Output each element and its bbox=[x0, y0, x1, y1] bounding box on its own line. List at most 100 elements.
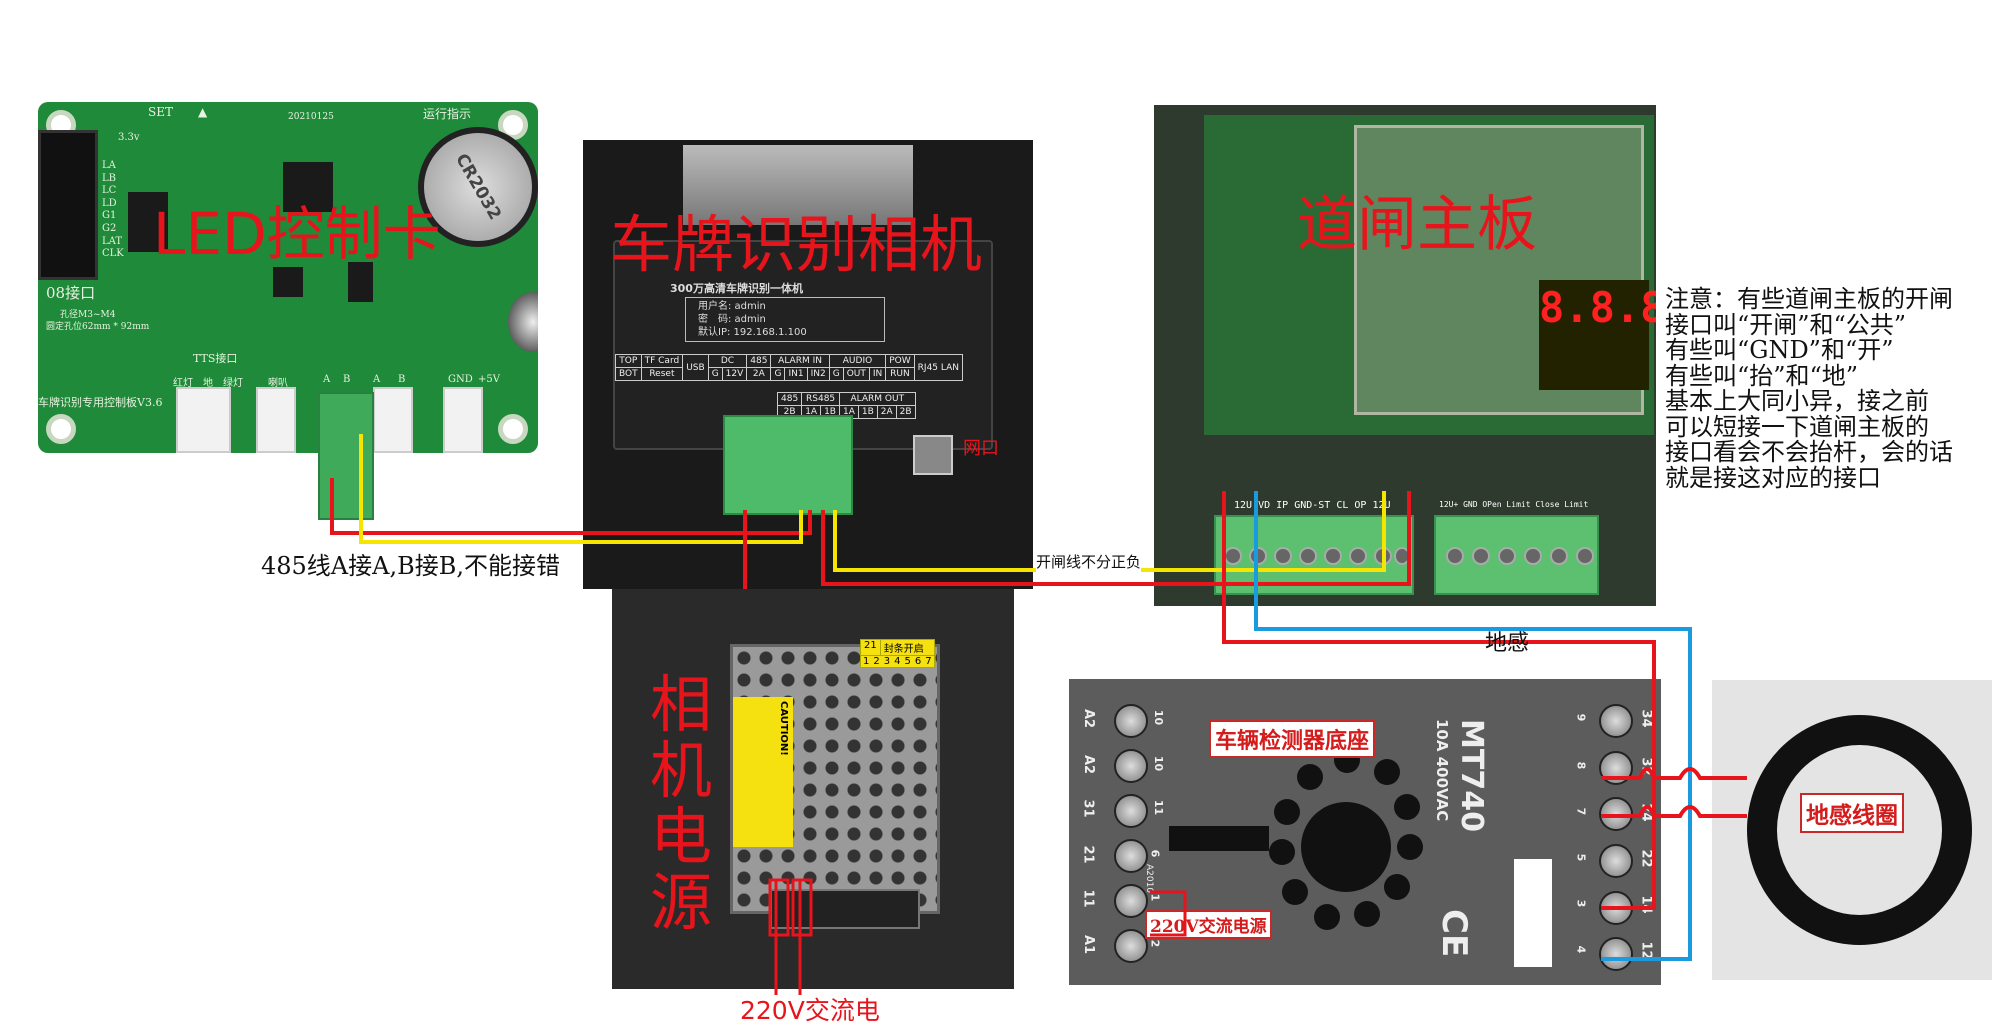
sticker-text: 封条开启 bbox=[883, 644, 924, 655]
note-line: 有些叫“抬”和“地” bbox=[1665, 361, 1859, 390]
socket-center bbox=[1301, 802, 1391, 892]
conn-label: 喇叭 bbox=[268, 378, 288, 389]
pin-label: G1 bbox=[102, 210, 117, 222]
port-label: USB bbox=[682, 354, 709, 381]
speaker-connector bbox=[256, 387, 296, 453]
pin-label: LC bbox=[102, 185, 117, 197]
conn-label: GND bbox=[448, 374, 473, 385]
set-label: SET bbox=[148, 105, 173, 119]
pin-label: CLK bbox=[102, 248, 124, 260]
network-port-label: 网口 bbox=[963, 438, 999, 459]
pin-label: LA bbox=[102, 160, 116, 171]
rs485-wiring-note: 485线A接A,B接B,不能接错 bbox=[261, 546, 561, 581]
white-label bbox=[1514, 859, 1552, 967]
conn-label: B bbox=[398, 374, 406, 385]
seven-segment-display: 8.8.8. bbox=[1539, 280, 1656, 390]
conn-label: 绿灯 bbox=[223, 378, 243, 389]
tts-label: TTS接口 bbox=[193, 352, 238, 365]
sticker-digit: 2 bbox=[873, 656, 880, 667]
caution-label: CAUTION! bbox=[733, 697, 793, 847]
conn-label: B bbox=[343, 374, 351, 385]
psu-box: CAUTION! bbox=[730, 644, 940, 914]
ground-sense-label: 地感 bbox=[1485, 631, 1530, 656]
ground-loop-coil-photo bbox=[1712, 680, 1992, 980]
rs485-connector-2 bbox=[373, 387, 413, 453]
note-line: 接口看会不会抬杆，会的话 bbox=[1665, 438, 1953, 466]
gate-wire-note: 开闸线不分正负 bbox=[1036, 551, 1142, 572]
gate-terminal-block-right bbox=[1434, 515, 1599, 595]
pin-label: G2 bbox=[102, 222, 117, 234]
camera-title: 车牌识别相机 bbox=[610, 208, 983, 281]
note-line: 有些叫“GND”和“开” bbox=[1665, 336, 1894, 364]
mount-info: 圆定孔位62mm * 92mm bbox=[46, 322, 150, 332]
note-line: 就是接这对应的接口 bbox=[1665, 463, 1881, 492]
gate-terminal-block-left bbox=[1214, 515, 1414, 595]
port-label: RUN bbox=[885, 367, 915, 381]
coil-title: 地感线圈 bbox=[1800, 793, 1904, 833]
port-label: 1B bbox=[857, 405, 878, 419]
note-line: 可以短接一下道闸主板的 bbox=[1665, 412, 1929, 441]
pin-label: LD bbox=[102, 197, 117, 209]
sticker-digit: 1 bbox=[863, 656, 870, 667]
port08-label: 08接口 bbox=[46, 284, 96, 302]
vehicle-detector-base-photo: A2 A2 31 21 11 A1 10 10 11 6 1 2 34 32 2… bbox=[1069, 679, 1661, 985]
rj45-port bbox=[913, 435, 953, 475]
detector-ac-label: 220V交流电源 bbox=[1145, 910, 1272, 939]
conn-label: A bbox=[373, 374, 381, 385]
conn-label: 地 bbox=[203, 378, 213, 389]
chip bbox=[348, 262, 373, 302]
note-line: 注意：有些道闸主板的开闸 bbox=[1665, 285, 1953, 313]
reset-button[interactable]: Reset bbox=[640, 367, 684, 381]
sticker-digit: 5 bbox=[904, 656, 911, 667]
left-terminal-labels: 12U VD IP GND-ST CL OP 12U bbox=[1234, 500, 1391, 511]
detector-ac-wire bbox=[1150, 890, 1187, 937]
rs485-b-wire bbox=[359, 434, 803, 544]
sticker-number: 21 bbox=[861, 640, 881, 655]
pin-label: LAT bbox=[102, 235, 122, 247]
camera-password: 密 码: admin bbox=[698, 314, 766, 325]
camera-label-plate: 300万高清车牌识别一体机 用户名: admin 密 码: admin 默认IP… bbox=[613, 240, 993, 450]
wiring-note: 注意：有些道闸主板的开闸 接口叫“开闸”和“公共” 有些叫“GND”和“开” 有… bbox=[1665, 285, 1953, 492]
voltage-label: 3.3v bbox=[118, 132, 140, 143]
light-connector bbox=[176, 387, 231, 453]
psu-title: 相机电源 bbox=[650, 668, 713, 939]
ground-sense-wire-blue bbox=[1254, 491, 1692, 961]
up-label: ▲ bbox=[198, 105, 208, 119]
mount-hole bbox=[46, 414, 76, 444]
note-line: 接口叫“开闸”和“公共” bbox=[1665, 310, 1907, 339]
pin-label: LB bbox=[102, 172, 116, 184]
psu-ac-terminal-highlight bbox=[791, 878, 813, 937]
coin-battery: CR2032 bbox=[418, 127, 538, 247]
port-label: RJ45 LAN bbox=[913, 354, 964, 381]
ground-sense-wire-red bbox=[1222, 491, 1656, 910]
coil-wire-1 bbox=[1601, 767, 1747, 780]
rs485-a-wire bbox=[330, 478, 812, 535]
port-label: IN bbox=[868, 367, 887, 381]
port-label: IN2 bbox=[806, 367, 830, 381]
board-date: 20210125 bbox=[288, 112, 334, 122]
slot bbox=[1169, 826, 1269, 851]
gate-board-title: 道闸主板 bbox=[1297, 190, 1537, 260]
mcu-chip bbox=[283, 162, 333, 212]
psu-ac-terminal-highlight bbox=[768, 878, 790, 937]
08-header-connector bbox=[38, 130, 98, 280]
driver-chip bbox=[128, 192, 168, 252]
camera-default-ip: 默认IP: 192.168.1.100 bbox=[698, 327, 807, 338]
sticker-digit: 6 bbox=[914, 656, 922, 667]
port-label: BOT bbox=[615, 367, 642, 381]
barrier-gate-board-photo: 8.8.8. 12U VD IP GND-ST CL OP 12U 12U+ G… bbox=[1154, 105, 1656, 606]
note-line: 基本上大同小异，接之前 bbox=[1665, 387, 1929, 415]
gate-open-wire-red bbox=[821, 491, 1411, 586]
coil-wire-2 bbox=[1601, 805, 1747, 818]
chip bbox=[273, 267, 303, 297]
port-label: 2B bbox=[895, 405, 916, 419]
heatsink bbox=[683, 145, 913, 225]
detector-base-title: 车辆检测器底座 bbox=[1209, 720, 1376, 758]
sticker-digit: 3 bbox=[883, 656, 891, 667]
